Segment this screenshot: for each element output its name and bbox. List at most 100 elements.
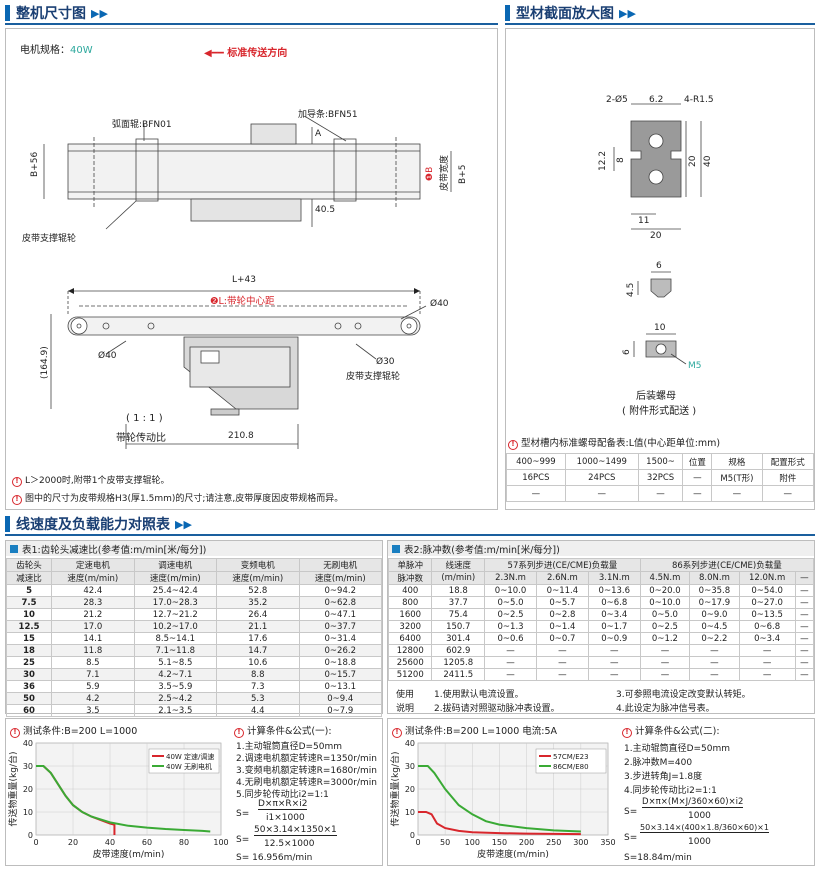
table-cell: — <box>682 485 713 502</box>
series-line-1 <box>418 765 581 833</box>
d-20v: 20 <box>688 155 698 167</box>
table-cell: 0~5.7 <box>535 596 589 609</box>
d-40: 40 <box>703 155 713 167</box>
d-62: 6.2 <box>649 95 664 105</box>
table-cell: — <box>794 656 815 669</box>
y-tick-label: 10 <box>405 808 415 817</box>
header-bar <box>5 5 10 21</box>
table-cell: — <box>738 644 796 657</box>
calc2-line-4: 4.同步轮传动比i2=1:1 <box>624 786 717 796</box>
table-cell: — <box>639 644 691 657</box>
table-cell: 15 <box>5 632 53 645</box>
warning-icon: ! <box>12 477 22 487</box>
x-tick-label: 50 <box>440 838 450 847</box>
table-cell: 21.2 <box>51 608 135 621</box>
x-tick-label: 60 <box>142 838 152 847</box>
table-cell: 301.4 <box>431 632 486 645</box>
square-icon <box>392 544 400 553</box>
table-cell: — <box>484 668 537 681</box>
warning-icon: ! <box>508 440 518 450</box>
table-cell: 7.5 <box>5 596 53 609</box>
table-cell: 0~47.1 <box>298 608 382 621</box>
table-cell: — <box>794 608 815 621</box>
calc2-f2-num: 50×3.14×(400×1.8/360×60)×1 <box>640 823 769 833</box>
table-cell: 配置形式 <box>761 453 815 470</box>
dim-b56: B+56 <box>30 151 40 177</box>
table-cell: — <box>794 644 815 657</box>
table-cell: 7.1 <box>51 668 135 681</box>
speed-header: 线速度及负载能力对照表 ▶▶ <box>5 514 815 536</box>
table-cell: 0~6.8 <box>738 620 796 633</box>
profile-panel: 2-Ø5 6.2 4-R1.5 12.2 8 20 40 11 20 6 4.5… <box>505 28 815 510</box>
note-2: !图中的尺寸为皮带规格H3(厚1.5mm)的尺寸;请注意,皮带厚度因皮带规格而异… <box>12 491 343 505</box>
table-cell: 0~13.1 <box>298 680 382 693</box>
table-header-cell: 12.0N.m <box>738 571 796 585</box>
y-tick-label: 0 <box>410 831 415 840</box>
table-cell: 75.4 <box>431 608 486 621</box>
dimension-title: 整机尺寸图 <box>16 6 86 22</box>
calc2-f2-den: 1000 <box>688 837 711 847</box>
table-cell: 12.7~21.2 <box>133 608 218 621</box>
legend-label: 86CM/E80 <box>553 763 589 771</box>
belt-support-label-2: 皮带支撑辊轮 <box>346 372 401 382</box>
table1-panel: 表1:齿轮头减速比(参考值:m/min[米/每分]) 齿轮头定速电机调速电机变频… <box>5 540 383 717</box>
table-cell: 5 <box>5 584 53 597</box>
t2-note-1: 1.使用默认电流设置。 <box>434 690 524 700</box>
table-cell: — <box>711 485 763 502</box>
d-122: 12.2 <box>598 150 608 171</box>
table-cell: 4.2~7.1 <box>133 668 218 681</box>
calc1-result: S= 16.956m/min <box>236 853 313 863</box>
y-tick-label: 30 <box>23 762 33 771</box>
header-bar <box>5 516 10 532</box>
x-tick-label: 150 <box>492 838 507 847</box>
table-cell: — <box>484 644 537 657</box>
play-icon: ▶▶ <box>619 6 636 20</box>
table-cell: 0~6.8 <box>587 596 641 609</box>
x-tick-label: 250 <box>546 838 561 847</box>
table-cell: 400~999 <box>506 453 566 470</box>
x-tick-label: 40 <box>105 838 115 847</box>
legend-label: 40W 定速/调速 <box>166 752 214 761</box>
calc1-f2-den: 12.5×1000 <box>264 839 315 849</box>
dimension-header: 整机尺寸图 ▶▶ <box>5 3 498 25</box>
table-cell: — <box>689 656 740 669</box>
table-cell: 0~5.0 <box>639 608 691 621</box>
table-cell: 32PCS <box>637 469 684 486</box>
table-cell: 0~5.0 <box>484 596 537 609</box>
table-cell: — <box>689 668 740 681</box>
calc1-f2-num: 50×3.14×1350×1 <box>254 825 337 836</box>
table-cell: 1000~1499 <box>564 453 639 470</box>
d-20h: 20 <box>650 231 662 241</box>
y-tick-label: 10 <box>23 808 33 817</box>
table-cell: — <box>738 668 796 681</box>
table-cell: 6400 <box>387 632 433 645</box>
calc2-s1: S= <box>624 807 638 817</box>
calc1-line-2: 2.调速电机额定转速R=1350r/min <box>236 754 377 764</box>
table-cell: 18.8 <box>431 584 486 597</box>
table-cell: 8.5~14.1 <box>133 632 218 645</box>
table-header-cell: 单脉冲 <box>387 558 433 572</box>
table-cell: 12.5 <box>5 620 53 633</box>
series-line-0 <box>418 811 581 836</box>
calc2-title: !计算条件&公式(二): <box>622 723 720 738</box>
calc1-line-1: 1.主动辊筒直径D=50mm <box>236 742 343 752</box>
table-header-cell: 减速比 <box>5 571 53 585</box>
table-cell: — <box>682 469 713 486</box>
table-cell: — <box>484 656 537 669</box>
speed-title: 线速度及负载能力对照表 <box>16 517 170 533</box>
table-cell: 0~15.7 <box>298 668 382 681</box>
table-header-cell: 2.6N.m <box>535 571 589 585</box>
legend-label: 57CM/E23 <box>553 753 589 761</box>
table-cell: 5.1~8.5 <box>133 656 218 669</box>
table-cell: 602.9 <box>431 644 486 657</box>
table-cell: — <box>794 584 815 597</box>
